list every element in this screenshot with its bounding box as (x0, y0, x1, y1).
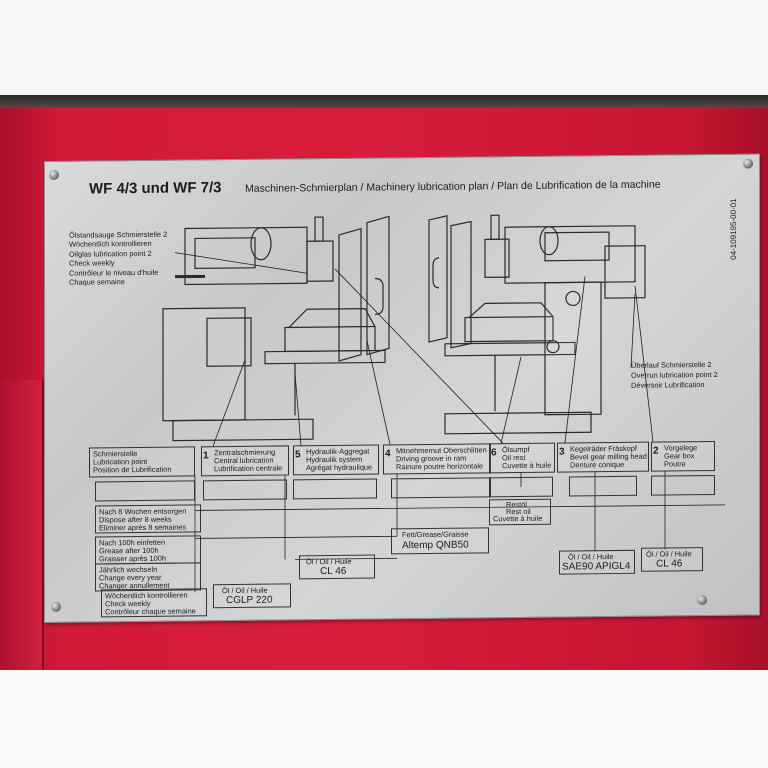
empty-cell (651, 474, 715, 496)
point-line: Denture conique (570, 459, 625, 470)
right-callout-line: Déversoir Lubrification (631, 380, 705, 390)
right-callout-line: Overrun lubrication point 2 (631, 369, 718, 380)
right-callout-line: Überlauf Schmierstelle 2 (631, 360, 712, 370)
plate-subtitle: Maschinen-Schmierplan / Machinery lubric… (245, 178, 661, 195)
point-header-line: Position de Lubrification (93, 464, 172, 475)
left-callout-line: Check weekly (69, 258, 115, 268)
interval-yearly: Jährlich wechseln Change every year Chan… (95, 562, 201, 592)
left-callout-line: Chaque semaine (69, 277, 125, 287)
oil-value: CGLP 220 (226, 594, 273, 607)
point-line: Poutre (664, 459, 686, 469)
interval-line: Eliminer après 8 semaines (99, 522, 187, 533)
point-number: 2 (653, 445, 659, 457)
point-number: 6 (491, 447, 497, 459)
rest-oil-line: Cuvette à huile (493, 513, 543, 524)
empty-cell (569, 475, 637, 497)
left-callout-line: Oilglas lubrication point 2 (69, 248, 152, 259)
left-callout-line: Wöchentlich kontrollieren (69, 238, 152, 249)
empty-cell (95, 480, 195, 502)
lubrication-point-6: 6 Ölsumpf Oil rest Cuvette à huile (489, 442, 555, 474)
screw-icon (49, 169, 59, 180)
empty-cell (489, 476, 553, 498)
interval-100h: Nach 100h einfetten Grease after 100h Gr… (95, 535, 201, 565)
point-number: 3 (559, 446, 565, 458)
interval-8-weeks: Nach 8 Wochen entsorgen Dispose after 8 … (95, 504, 201, 534)
empty-cell (293, 478, 377, 500)
left-callout-line: Contrôleur le niveau d'huile (69, 267, 159, 278)
wall-background (0, 0, 768, 100)
interval-weekly: Wöchentlich kontrollieren Check weekly C… (101, 588, 207, 618)
oil-value: CL 46 (320, 565, 347, 578)
point-number: 5 (295, 449, 301, 461)
screw-icon (697, 595, 707, 606)
oil-cglp-box: Öl / Oil / Huile CGLP 220 (213, 583, 291, 609)
oil-value: SAE90 APIGL4 (562, 560, 631, 573)
lubrication-plate: WF 4/3 und WF 7/3 Maschinen-Schmierplan … (44, 153, 760, 624)
cabinet-top-shadow (0, 95, 768, 109)
rest-oil-box: Restöl Rest oil Cuvette à huile (489, 498, 551, 526)
oil-label: Öl / Oil / Huile (222, 585, 268, 596)
point-number: 1 (203, 450, 209, 462)
point-line: Lubrification centrale (214, 463, 283, 474)
lubrication-point-2: 2 Vorgelege Gear box Poutre (651, 440, 715, 472)
cabinet-door-edge (0, 380, 44, 670)
oil-sae90-box: Öl / Oil / Huile SAE90 APIGL4 (559, 549, 635, 575)
empty-cell (391, 477, 491, 499)
floor-background (0, 670, 768, 768)
oil-value: CL 46 (656, 558, 683, 570)
oil-cl46-right-box: Öl / Oil / Huile CL 46 (641, 547, 703, 572)
oil-label: Öl / Oil / Huile (646, 549, 692, 559)
left-callout-line: Ölstandsauge Schmierstelle 2 (69, 229, 168, 240)
oil-cl46-box: Öl / Oil / Huile CL 46 (299, 554, 375, 580)
plate-code: 04-109195-00-01 (729, 198, 738, 260)
interval-line: Contrôleur chaque semaine (105, 606, 196, 617)
lubrication-point-4: 4 Mitnehmernut Oberschlitten Driving gro… (383, 443, 491, 475)
grease-box: Fett/Grease/Graisse Altemp QNB50 (391, 527, 489, 555)
oil-label: Öl / Oil / Huile (568, 552, 614, 562)
point-header-box: Schmierstelle Lubrication point Position… (89, 446, 195, 478)
empty-cell (203, 479, 287, 501)
point-line: Rainure poutre horizontale (396, 461, 484, 472)
lubrication-point-3: 3 Kegelräder Fräskopf Bevel gear milling… (557, 441, 649, 473)
grease-label: Fett/Grease/Graisse (402, 529, 469, 540)
point-line: Cuvette à huile (502, 460, 552, 471)
point-line: Agrégat hydraulique (306, 462, 373, 473)
lubrication-point-1: 1 Zentralschmierung Central lubrication … (201, 445, 289, 477)
lubrication-point-5: 5 Hydraulik-Aggregat Hydraulik system Ag… (293, 444, 379, 476)
plate-title: WF 4/3 und WF 7/3 (89, 179, 222, 198)
screw-icon (743, 158, 753, 169)
screw-icon (51, 601, 61, 612)
oil-label: Öl / Oil / Huile (306, 556, 352, 567)
grease-value: Altemp QNB50 (402, 539, 469, 552)
point-number: 4 (385, 448, 391, 460)
